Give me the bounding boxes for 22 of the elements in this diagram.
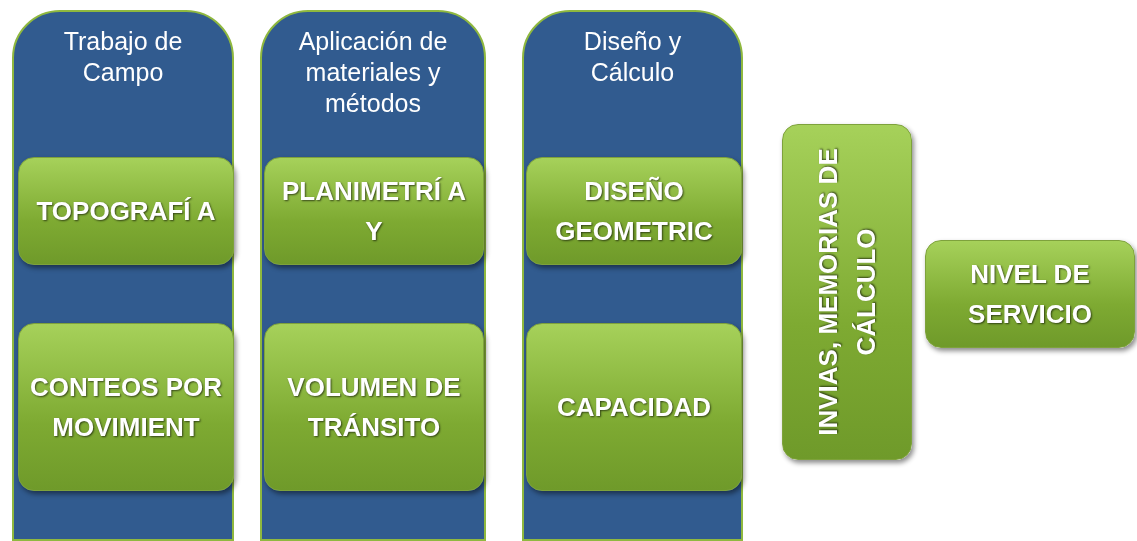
box-label: CAPACIDAD	[555, 391, 713, 424]
box-label: CONTEOS POR MOVIMIENT	[28, 371, 224, 444]
process-box	[526, 157, 742, 265]
process-box	[18, 323, 234, 491]
box-label: PLANIMETRÍ A Y	[281, 175, 467, 248]
box-label: VOLUMEN DE TRÁNSITO	[286, 371, 462, 444]
column-panel	[260, 10, 486, 541]
process-box	[18, 157, 234, 265]
process-box	[264, 323, 484, 491]
column-heading: Diseño y Cálculo	[582, 26, 683, 88]
box-label: NIVEL DE SERVICIO	[967, 258, 1093, 331]
box-label: INVIAS, MEMORIAS DE CÁLCULO	[812, 147, 882, 438]
column-heading: Trabajo de Campo	[62, 26, 184, 88]
box-label: TOPOGRAFÍ A	[35, 195, 217, 228]
process-box	[526, 323, 742, 491]
column-panel	[12, 10, 234, 541]
column-panel	[522, 10, 743, 541]
process-box	[782, 124, 912, 460]
column-heading: Aplicación de materiales y métodos	[297, 26, 449, 119]
box-label: DISEÑO GEOMETRIC	[554, 175, 714, 248]
process-box	[925, 240, 1135, 348]
process-box	[264, 157, 484, 265]
